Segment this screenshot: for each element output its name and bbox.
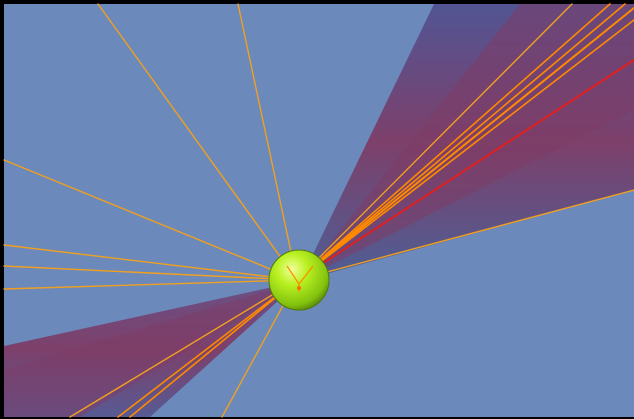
ray-line — [296, 189, 634, 281]
ray-line — [117, 279, 298, 418]
sphere-ray-line — [286, 265, 300, 285]
sphere-object[interactable] — [268, 249, 330, 311]
ray-line — [296, 3, 611, 281]
ray-line — [129, 279, 298, 418]
ray-line — [296, 7, 634, 281]
ray-line — [69, 279, 298, 418]
cone-lower-left-core — [4, 281, 300, 417]
ray-line — [237, 3, 298, 281]
selected-ray-line — [296, 59, 634, 281]
ray-line — [3, 265, 298, 281]
ray-group — [3, 3, 634, 418]
ray-line — [97, 3, 298, 281]
center-marker — [297, 286, 301, 290]
ray-line — [3, 159, 298, 281]
ray-line — [296, 19, 634, 281]
ray-line — [296, 3, 626, 281]
sphere-ray-line — [298, 265, 314, 285]
ray-line — [3, 244, 298, 281]
ray-line — [3, 279, 298, 290]
sphere-body — [268, 249, 330, 311]
ray-line — [296, 3, 573, 281]
